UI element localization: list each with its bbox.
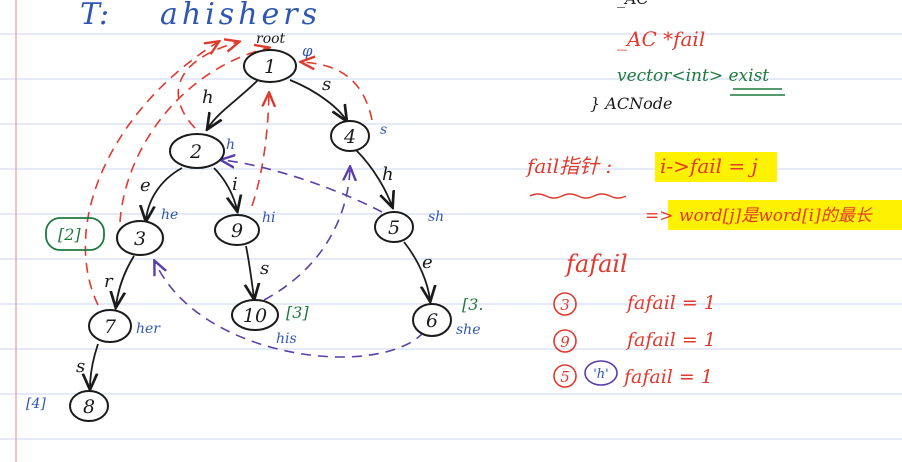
- root-fail-null: φ: [302, 42, 313, 60]
- word-node-7: her: [136, 321, 161, 337]
- node-9: [214, 214, 260, 246]
- tag-box-node-3: [45, 217, 105, 251]
- node-6: [412, 303, 452, 337]
- fafail-row-2: fafail = 1: [625, 329, 716, 351]
- node-4: [330, 120, 370, 152]
- fafail-extra: 'h': [593, 367, 609, 382]
- explanation-highlight: [668, 200, 902, 230]
- exist-underline: [730, 88, 785, 96]
- node-7: [88, 309, 132, 343]
- word-node-6: she: [456, 322, 481, 338]
- code-line-vector-prefix: vector<int>: [617, 66, 729, 86]
- tag-node-10: [3]: [286, 303, 309, 322]
- node-id-9: 9: [231, 220, 243, 242]
- word-node-10: his: [276, 331, 297, 347]
- edge-char-s: s: [322, 74, 331, 95]
- node-id-2: 2: [189, 141, 202, 163]
- trie-edges: [90, 79, 430, 388]
- node-8: [69, 390, 109, 422]
- node-id-3: 3: [134, 228, 146, 250]
- node-id-10: 10: [243, 305, 267, 327]
- node-id-6: 6: [426, 310, 438, 332]
- fail-def-explanation: => word[j]是word[i]的最长: [645, 206, 873, 226]
- trie-nodes: [69, 49, 452, 422]
- code-line-vector-exist: exist: [729, 66, 770, 86]
- fail-def-label: fail指针 :: [525, 154, 612, 178]
- fafail-node-circle-1: [553, 292, 577, 316]
- edge-char-h: h: [202, 87, 214, 108]
- edge-char-i: i: [232, 174, 238, 195]
- fafail-node-2: 9: [560, 333, 570, 351]
- fail-def-formula: i->fail = j: [660, 154, 758, 178]
- tag-node-8: [4]: [26, 396, 46, 412]
- node-words: h s he hi sh her his she: [136, 122, 481, 347]
- formula-highlight: [655, 152, 777, 182]
- edge-char-e2: e: [422, 252, 433, 273]
- node-id-7: 7: [104, 316, 117, 338]
- edge-char-h2: h: [382, 164, 394, 185]
- edge-char-e: e: [140, 175, 151, 196]
- code-line-vector: vector<int> exist: [617, 66, 769, 86]
- fail-def-squiggle: [529, 193, 627, 199]
- code-fragment-top: _AC: [617, 0, 649, 8]
- tag-node-3: [2]: [58, 225, 81, 244]
- fail-pointers-purple: [155, 160, 425, 358]
- edge-char-r: r: [104, 271, 114, 292]
- node-1: [243, 49, 297, 83]
- word-node-5: sh: [428, 209, 444, 225]
- node-id-5: 5: [388, 217, 400, 239]
- code-line-fail: _AC *fail: [617, 27, 705, 51]
- node-10: [231, 299, 279, 331]
- word-node-4: s: [380, 122, 387, 138]
- node-ids: 1 2 4 3 9 5 7 10 6 8: [83, 56, 438, 418]
- word-node-9: hi: [262, 210, 276, 226]
- tag-node-6: [3.: [462, 295, 484, 314]
- fafail-row-3: fafail = 1: [622, 366, 713, 388]
- fafail-node-1: 3: [560, 296, 570, 314]
- edge-char-s2: s: [260, 258, 269, 279]
- node-id-4: 4: [343, 126, 356, 148]
- edge-labels: h s e i h r s e s: [76, 74, 433, 377]
- word-node-2: h: [226, 137, 235, 153]
- node-id-1: 1: [264, 56, 276, 78]
- edge-char-s3: s: [76, 356, 85, 377]
- fafail-extra-circle: [584, 360, 618, 386]
- ruled-lines: [0, 33, 902, 440]
- fafail-node-circle-3: [553, 364, 577, 388]
- code-line-acnode: } ACNode: [590, 94, 672, 113]
- fafail-heading: fafail: [564, 250, 628, 278]
- fafail-node-3: 5: [560, 368, 570, 386]
- node-3: [116, 220, 164, 256]
- fail-pointers-red: [84, 42, 373, 306]
- node-5: [374, 211, 414, 243]
- root-label: root: [256, 31, 286, 47]
- header-prefix: T:: [80, 0, 109, 32]
- node-id-8: 8: [83, 396, 95, 418]
- header-word: ahishers: [160, 0, 321, 32]
- fafail-row-1: fafail = 1: [625, 292, 716, 314]
- word-node-3: he: [161, 207, 178, 223]
- node-2: [169, 133, 225, 169]
- fafail-node-circle-2: [553, 329, 577, 353]
